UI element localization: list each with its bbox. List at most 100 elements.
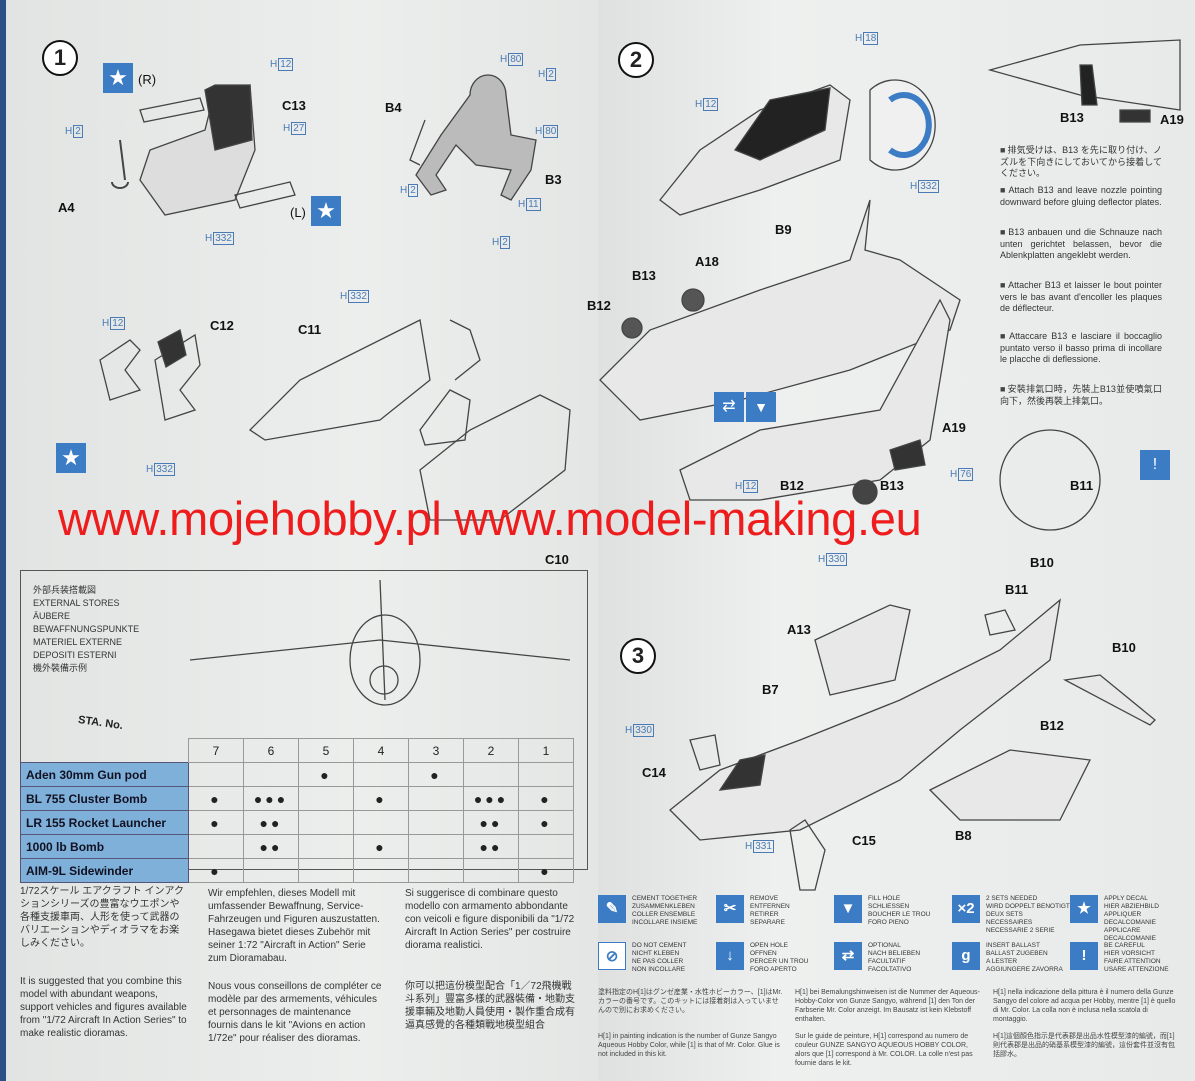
paint-note-zh: H[1]這個顏色指示是代表郡是出品水性模型漆的編號，而[1]則代表郡是出品的硝基…: [993, 1033, 1175, 1058]
decal-star-icon: ★: [56, 443, 86, 473]
station-number: 7: [188, 738, 244, 763]
legend-line: DEUX SETS NECESSAIRES: [986, 911, 1033, 926]
station-cell: [463, 858, 519, 883]
legend-line: OFFNEN: [750, 950, 777, 957]
legend-line: 2 SETS NEEDED: [986, 895, 1038, 902]
station-cell: ●●: [463, 834, 519, 859]
title-line: ÄUBERE: [33, 611, 71, 621]
station-number: 2: [463, 738, 519, 763]
part-label: C12: [210, 318, 234, 333]
part-label: B12: [780, 478, 804, 493]
station-cell: [298, 834, 354, 859]
paint-note-de: H[1] bei Bemalungshinweisen ist die Numm…: [795, 989, 980, 1023]
step-2-number: 2: [618, 42, 654, 78]
station-cell: [243, 762, 299, 787]
be-careful-icon: !: [1140, 450, 1170, 480]
legend-line: A LESTER: [986, 958, 1018, 965]
station-cell: [408, 858, 464, 883]
open-hole-icon: ↓: [716, 942, 744, 970]
note-it: Attaccare B13 e lasciare il boccaglio pu…: [1000, 331, 1162, 366]
note-zh: 安裝排氣口時，先裝上B13並使噴氣口向下，然後再裝上排氣口。: [1000, 384, 1162, 407]
note-ja: 排気受けは、B13 を先に取り付け、ノズルを下向きにしておいてから接着してくださ…: [1000, 145, 1162, 180]
part-label: B10: [1112, 640, 1136, 655]
station-cell: [298, 858, 354, 883]
legend-line: FORO APERTO: [750, 966, 797, 973]
note-fr: Attacher B13 et laisser le bout pointer …: [1000, 280, 1162, 315]
legend-line: ENTFERNEN: [750, 903, 790, 910]
part-label: B12: [1040, 718, 1064, 733]
legend-line: NE PAS COLLER: [632, 958, 684, 965]
station-cell: ●●: [243, 810, 299, 835]
legend-line: SCHLIESSEN: [868, 903, 910, 910]
station-cell: [518, 834, 574, 859]
part-label: (R): [138, 72, 157, 87]
left-page: [6, 0, 598, 1081]
legend-line: INCOLLARE INSIEME: [632, 919, 698, 926]
station-cell: ●: [408, 762, 464, 787]
suggestion-it: Si suggerisce di combinare questo modell…: [405, 888, 575, 951]
legend-line: WIRD DOPPELT BENOTIGT: [986, 903, 1070, 910]
store-name: 1000 lb Bomb: [20, 834, 189, 859]
part-label: (L): [290, 205, 306, 220]
table-row: AIM-9L Sidewinder●●: [20, 858, 574, 883]
part-label: A18: [695, 254, 719, 269]
station-cell: [298, 786, 354, 811]
part-label: B12: [587, 298, 611, 313]
title-line: 機外裝備示例: [33, 663, 88, 673]
legend-line: SEPARARE: [750, 919, 785, 926]
station-cell: [408, 834, 464, 859]
title-line: MATERIEL EXTERNE: [33, 637, 123, 647]
station-cell: [298, 810, 354, 835]
note-en: Attach B13 and leave nozzle pointing dow…: [1000, 185, 1162, 208]
remove-icon: ✂: [716, 895, 744, 923]
station-cell: [408, 786, 464, 811]
part-label: A4: [58, 200, 75, 215]
do-not-cement-icon: ⊘: [598, 942, 626, 970]
store-name: AIM-9L Sidewinder: [20, 858, 189, 883]
legend-line: HIER ABZIEHBILD: [1104, 903, 1159, 910]
legend-line: BALLAST ZUGEBEN: [986, 950, 1048, 957]
part-label: B13: [880, 478, 904, 493]
legend-line: NICHT KLEBEN: [632, 950, 680, 957]
legend-line: COLLER ENSEMBLE: [632, 911, 696, 918]
station-number: 3: [408, 738, 464, 763]
cement-tube-icon: ✎: [598, 895, 626, 923]
suggestion-de: Wir empfehlen, dieses Modell mit umfasse…: [208, 888, 380, 964]
part-label: B11: [1070, 478, 1094, 493]
suggestion-en: It is suggested that you combine this mo…: [20, 976, 187, 1039]
paint-note-fr: Sur le guide de peinture, H[1] correspon…: [795, 1033, 973, 1067]
decal-star-icon: ★: [311, 196, 341, 226]
paint-note-it: H[1] nella indicazione della pittura è i…: [993, 989, 1176, 1023]
fill-hole-icon: ▼: [834, 895, 862, 923]
part-label: B13: [632, 268, 656, 283]
optional-icon: ⇄: [714, 392, 744, 422]
legend-line: AGGIUNGERE ZAVORRA: [986, 966, 1063, 973]
store-name: Aden 30mm Gun pod: [20, 762, 189, 787]
station-cell: ●: [353, 786, 409, 811]
part-label: C10: [545, 552, 569, 567]
legend-line: FAIRE ATTENTION: [1104, 958, 1161, 965]
station-number: 5: [298, 738, 354, 763]
legend-line: OPTIONAL: [868, 942, 901, 949]
part-label: B11: [1005, 582, 1029, 597]
